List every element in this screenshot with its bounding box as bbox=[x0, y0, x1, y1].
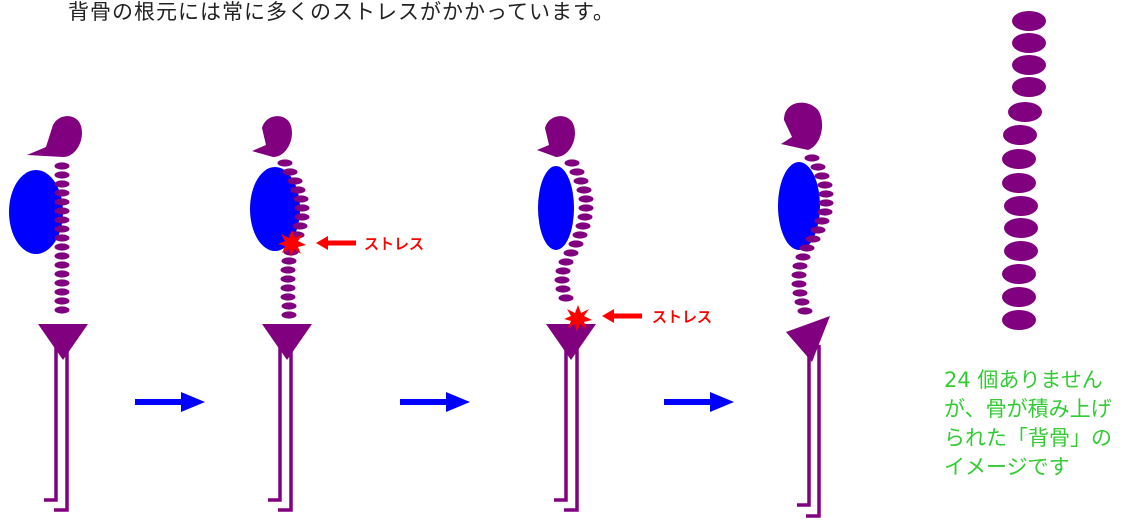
head bbox=[252, 116, 292, 157]
stress-label: ストレス bbox=[364, 235, 424, 253]
stacked-spine-note: 24 個ありませんが、骨が積み上げられた「背骨」のイメージです bbox=[944, 366, 1126, 482]
legs bbox=[554, 345, 577, 510]
stress-pointer-arrow bbox=[316, 236, 356, 250]
spine bbox=[55, 162, 70, 313]
legs bbox=[44, 345, 67, 510]
transition-arrow-2 bbox=[400, 392, 470, 412]
legs bbox=[797, 345, 819, 516]
head bbox=[781, 103, 822, 150]
head bbox=[537, 116, 575, 157]
transition-arrow-3 bbox=[664, 392, 734, 412]
pelvis bbox=[546, 324, 596, 360]
figure-4-slouched bbox=[778, 103, 834, 516]
pelvis bbox=[262, 324, 312, 360]
transition-arrow-1 bbox=[135, 392, 205, 412]
stress-label: ストレス bbox=[652, 308, 712, 326]
torso bbox=[538, 166, 574, 250]
pelvis bbox=[38, 324, 88, 360]
figure-2-stress-upper: ストレス bbox=[250, 116, 424, 510]
figure-1-upright bbox=[9, 116, 88, 510]
figure-3-stress-lower: ストレス bbox=[537, 116, 712, 510]
stacked-vertebrae bbox=[1002, 11, 1046, 330]
legs bbox=[268, 345, 291, 510]
stress-pointer-arrow bbox=[602, 309, 642, 323]
head bbox=[27, 116, 82, 157]
